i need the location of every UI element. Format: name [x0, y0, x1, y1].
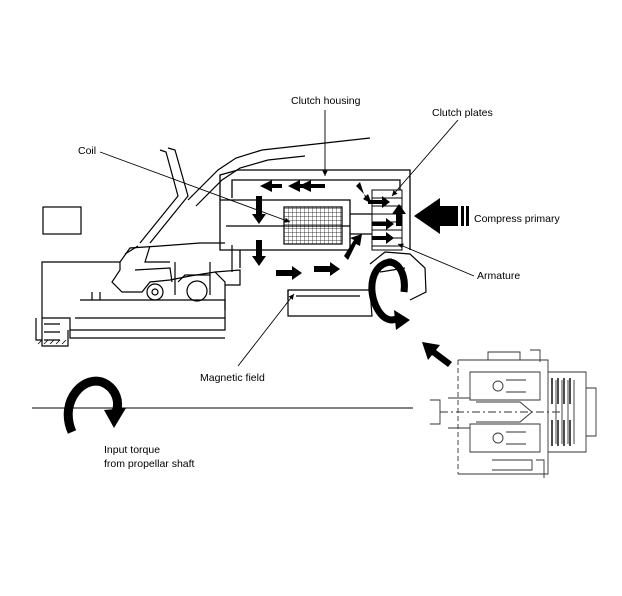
flux-arrow-9 [356, 182, 372, 204]
magnetic-flux-arrows [252, 180, 406, 280]
flux-arrow-7 [314, 262, 340, 276]
coil-winding [283, 206, 343, 245]
inset-plate-hatching [551, 378, 571, 446]
label-input-torque-line2: from propellar shaft [104, 458, 195, 470]
pipe-outline [139, 137, 371, 244]
leader-lines [99, 110, 475, 367]
flux-arrow-12 [372, 232, 394, 244]
leader-coil [99, 151, 291, 223]
flux-arrow-13 [368, 196, 390, 208]
flux-arrow-2 [299, 180, 321, 192]
leader-magnetic-field [237, 293, 295, 367]
inset-pointer-arrow [422, 342, 452, 367]
compress-arrow [414, 198, 469, 234]
label-clutch-plates: Clutch plates [432, 107, 493, 119]
housing-hatching [37, 339, 67, 345]
connector-block [42, 206, 82, 235]
leader-armature [397, 243, 475, 277]
label-coil: Coil [78, 145, 97, 157]
label-clutch-housing: Clutch housing [291, 95, 361, 107]
flux-arrow-3 [260, 180, 282, 192]
transfer-case-housing [35, 242, 241, 347]
flux-arrow-10 [392, 204, 406, 226]
flux-arrow-8 [344, 234, 362, 260]
label-compress-primary: Compress primary [474, 213, 560, 225]
flux-arrow-6 [276, 266, 302, 280]
label-armature: Armature [477, 270, 521, 282]
flux-arrow-4 [252, 196, 266, 224]
inset-cross-section [430, 349, 597, 478]
rotation-arrow-input [63, 376, 126, 434]
label-input-torque-line1: Input torque [104, 444, 161, 456]
rotation-arrow-output [368, 258, 410, 330]
label-magnetic-field: Magnetic field [200, 372, 265, 384]
flux-arrow-5 [252, 240, 266, 266]
leader-clutch-plates [391, 119, 459, 197]
flux-arrow-11 [372, 218, 394, 230]
